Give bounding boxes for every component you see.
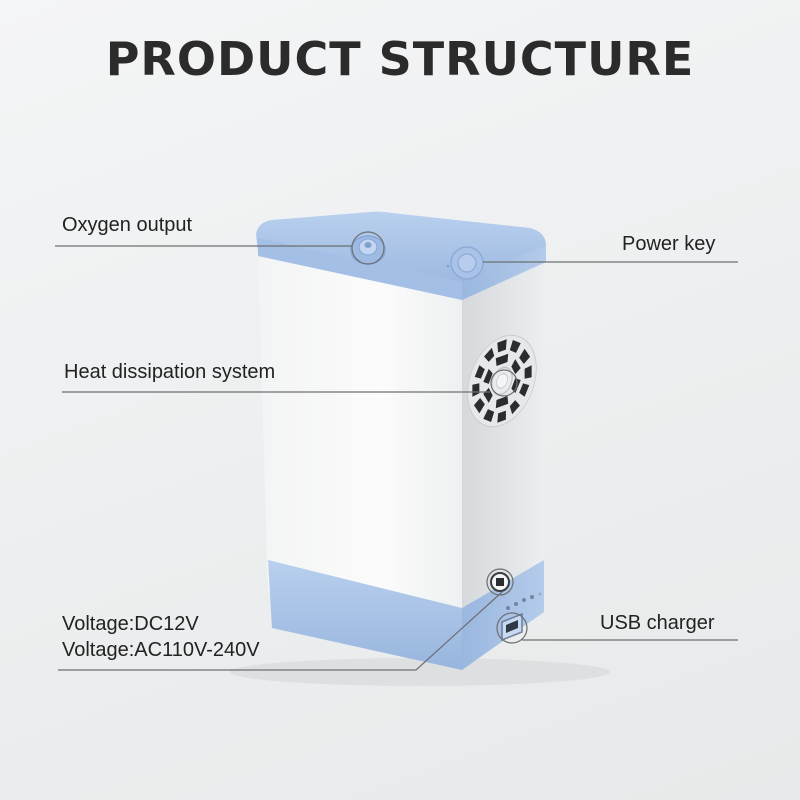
oxygen-output-icon	[350, 235, 386, 265]
label-heat-dissipation: Heat dissipation system	[64, 361, 276, 383]
label-usb-charger: USB charger	[600, 612, 715, 634]
label-oxygen-output: Oxygen output	[62, 214, 193, 236]
device-base-front	[268, 560, 462, 670]
label-voltage-dc: Voltage:DC12V	[62, 613, 199, 635]
device-front-face	[258, 252, 462, 640]
callout-ring-dc-port	[486, 568, 514, 596]
callout-ring-heat-dissipation	[490, 369, 518, 397]
label-voltage-ac: Voltage:AC110V-240V	[62, 639, 260, 661]
indicator-lights	[506, 592, 542, 610]
device-shadow	[230, 658, 610, 686]
callout-ring-oxygen-output	[351, 231, 385, 265]
device-top-cap-front	[258, 238, 462, 300]
power-key-icon	[446, 246, 484, 280]
callout-ring-usb-port	[496, 612, 528, 644]
callout-lines	[55, 231, 738, 671]
dc-input-port-icon	[490, 572, 510, 592]
callout-line-voltage	[58, 591, 503, 671]
device-top-cap-side	[462, 246, 546, 300]
usb-port-icon	[501, 612, 523, 642]
fan-grille-icon	[467, 334, 537, 428]
device-base-side	[462, 560, 544, 670]
page-title: PRODUCT STRUCTURE	[105, 32, 695, 86]
label-power-key: Power key	[622, 233, 716, 255]
